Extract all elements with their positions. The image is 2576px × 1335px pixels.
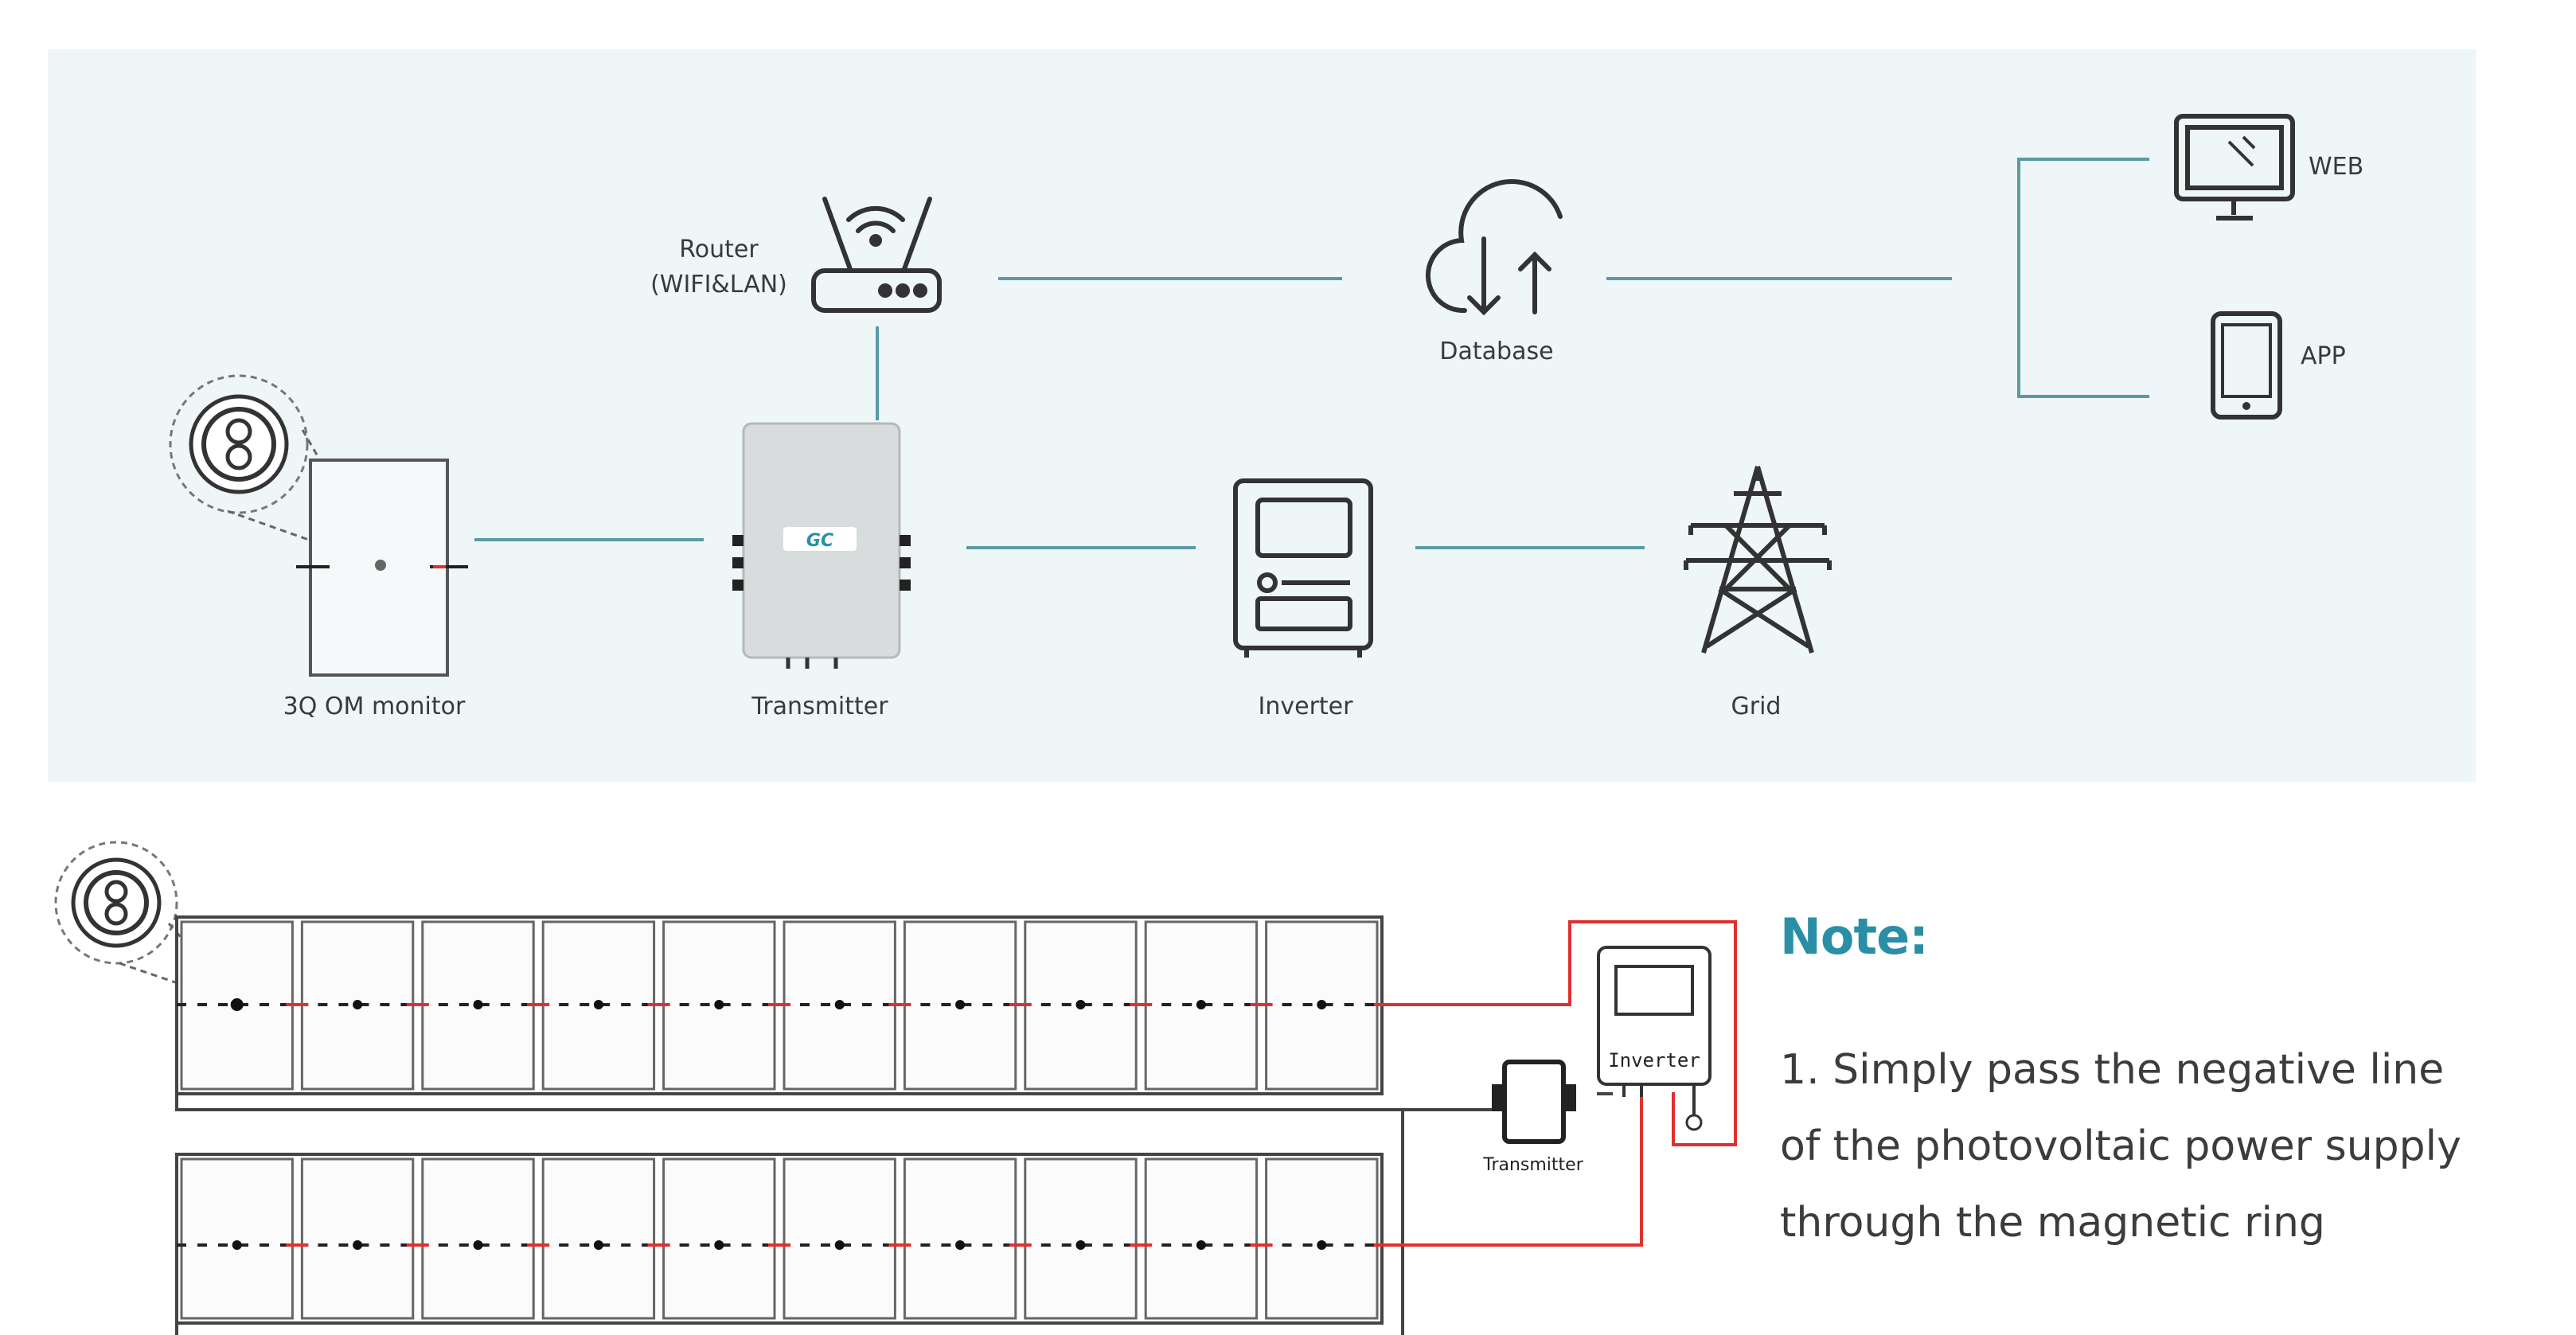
note-text: 1. Simply pass the negative line of the … xyxy=(1780,1046,2461,1247)
junction-box xyxy=(834,1000,845,1009)
database-label: Database xyxy=(1439,338,1554,365)
pv-panel xyxy=(662,1157,776,1320)
junction-box xyxy=(955,1240,966,1250)
junction-box xyxy=(1317,1240,1327,1250)
junction-box xyxy=(230,998,244,1011)
transmitter-device-icon xyxy=(732,422,911,669)
wiring-transmitter-label: Transmitter xyxy=(1482,1155,1583,1175)
router-label-name: Router xyxy=(679,236,759,263)
inverter-label: Inverter xyxy=(1258,693,1353,720)
pv-panel xyxy=(1265,1157,1379,1320)
junction-box xyxy=(834,1240,845,1250)
pv-panel xyxy=(300,1157,415,1320)
web-label: WEB xyxy=(2309,153,2364,181)
router-label-type: (WIFI&LAN) xyxy=(650,271,787,299)
pv-panel xyxy=(783,1157,896,1320)
junction-box xyxy=(955,1000,966,1009)
junction-box xyxy=(593,1240,603,1250)
wiring-diagram xyxy=(54,841,1737,1335)
pv-panel xyxy=(541,1157,656,1320)
grid-tower-icon xyxy=(1684,466,1832,654)
cloud-database-icon xyxy=(1426,179,1563,316)
router-icon xyxy=(811,197,942,313)
pv-panel xyxy=(1024,1157,1138,1320)
app-label: APP xyxy=(2301,342,2346,370)
junction-box xyxy=(714,1000,724,1009)
router-label: Router (WIFI&LAN) xyxy=(646,232,791,303)
transmitter-label: Transmitter xyxy=(751,693,888,720)
pv-panel xyxy=(1144,1157,1259,1320)
app-tablet-icon xyxy=(2211,311,2282,420)
panel-row-1 xyxy=(175,915,1384,1095)
grid-label: Grid xyxy=(1731,693,1782,720)
junction-box xyxy=(1075,1000,1086,1009)
pv-panel-icon xyxy=(296,459,468,677)
note-title: Note: xyxy=(1780,908,1929,966)
panel-row-frame xyxy=(175,1153,1384,1325)
junction-box xyxy=(353,1000,363,1009)
junction-box xyxy=(714,1240,724,1250)
junction-box xyxy=(473,1240,483,1250)
pv-panel xyxy=(903,1157,1017,1320)
transmitter-logo: GC xyxy=(806,531,833,551)
junction-box xyxy=(353,1240,363,1250)
monitor-label: 3Q OM monitor xyxy=(283,693,466,720)
junction-box xyxy=(473,1000,483,1009)
panel-row-2 xyxy=(175,1153,1384,1325)
junction-box xyxy=(1196,1240,1206,1250)
junction-box xyxy=(1317,1000,1327,1009)
pv-panel xyxy=(421,1157,535,1320)
junction-box xyxy=(1196,1000,1206,1009)
web-monitor-icon xyxy=(2174,114,2295,221)
inverter-icon xyxy=(1233,478,1373,658)
junction-box xyxy=(1075,1240,1086,1250)
junction-box xyxy=(232,1240,242,1250)
wiring-inverter-label: Inverter xyxy=(1608,1049,1700,1072)
junction-box xyxy=(593,1000,603,1009)
system-diagram-panel xyxy=(48,49,2476,782)
pv-panel xyxy=(180,1157,294,1320)
connector-lines xyxy=(474,158,2149,549)
